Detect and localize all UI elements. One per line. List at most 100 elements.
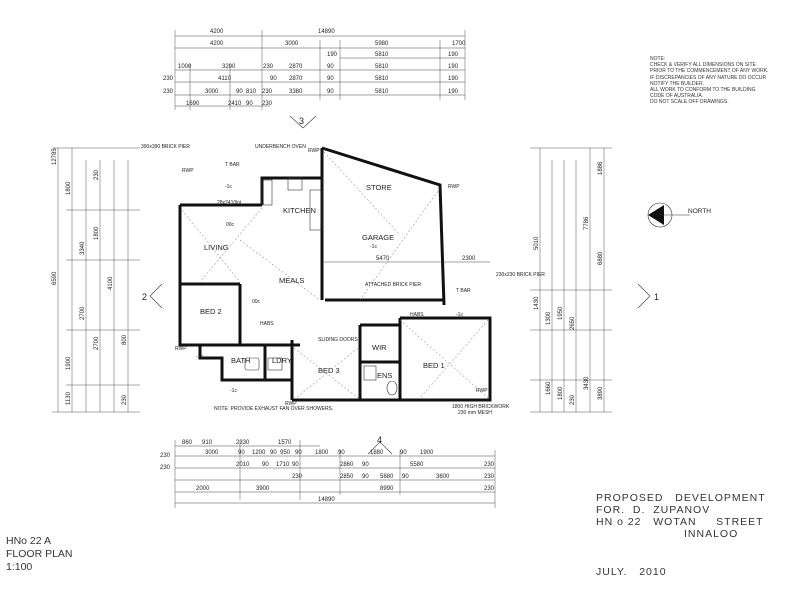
section-marker-2: 2 bbox=[142, 283, 163, 309]
plan-annotation: 5580 bbox=[410, 462, 424, 468]
plan-annotation: 1800 bbox=[66, 181, 72, 195]
room-wir: WIR bbox=[372, 343, 387, 352]
note-line: PRIOR TO THE COMMENCEMENT OF ANY WORK. bbox=[650, 68, 769, 75]
wall-bed1 bbox=[400, 316, 492, 402]
dim-top-r6-f: 3380 bbox=[289, 89, 303, 95]
dim-top-r2-b: 3000 bbox=[285, 41, 299, 47]
dim-top-r3-c: 190 bbox=[448, 52, 459, 58]
plan-annotation: 28x2410lnt bbox=[217, 200, 242, 206]
plan-annotation: -1c bbox=[370, 244, 377, 250]
dim-top-r5-b: 4110 bbox=[218, 76, 232, 82]
plan-annotation: 230 bbox=[570, 394, 576, 405]
plan-annotation: 800 bbox=[122, 334, 128, 345]
plan-annotation: 950 bbox=[280, 450, 291, 456]
plan-annotation: 14890 bbox=[318, 497, 335, 503]
plan-annotation: 90 bbox=[262, 462, 269, 468]
floor-plan bbox=[178, 146, 492, 402]
proposal-line-3: HN o 22 WOTAN STREET bbox=[596, 516, 764, 528]
title-block: PROPOSED DEVELOPMENT FOR. D. ZUPANOV HN … bbox=[596, 492, 766, 578]
plan-annotation: 1950 bbox=[558, 306, 564, 320]
dim-top-r6-e: 230 bbox=[262, 89, 273, 95]
label-high-brickwork: 1800 HIGH BRICKWORK bbox=[452, 404, 510, 410]
dim-top-r7-a: 1690 bbox=[186, 101, 200, 107]
section-marker-3: 3 bbox=[289, 115, 317, 129]
plan-annotation: -1c bbox=[230, 388, 237, 394]
right-dimension-strings: 1886 6880 5010 7786 1430 3890 1300 3430 … bbox=[530, 147, 612, 413]
plan-annotation: 2650 bbox=[570, 316, 576, 330]
plan-annotation: 4100 bbox=[108, 276, 114, 290]
dim-top-r1-b: 14890 bbox=[318, 29, 335, 35]
plan-title: HNo 22 A bbox=[6, 535, 51, 547]
plan-annotation: HABS bbox=[410, 312, 424, 318]
plan-annotation: 1880 bbox=[370, 450, 384, 456]
dim-top-r2-d: 1700 bbox=[452, 41, 466, 47]
label-exhaust-note: NOTE: PROVIDE EXHAUST FAN OVER SHOWERS. bbox=[214, 406, 333, 412]
label-brick-pier-r: 230x230 BRICK PIER bbox=[496, 272, 545, 278]
note-line: IF DISCREPANCIES OF ANY NATURE DO OCCUR bbox=[650, 74, 767, 81]
dim-top-r6-i: 190 bbox=[448, 89, 459, 95]
plan-annotation: 4 bbox=[377, 435, 382, 445]
plan-annotation: 1800 bbox=[315, 450, 329, 456]
label-attached-brick-pier: ATTACHED BRICK PIER bbox=[365, 282, 421, 288]
section-marker-4: 4 bbox=[367, 435, 393, 455]
wall-kitchen bbox=[260, 176, 322, 205]
dim-top-r5-c: 90 bbox=[270, 76, 277, 82]
plan-annotation: 2700 bbox=[94, 336, 100, 350]
dim-top-r5-f: 5810 bbox=[375, 76, 389, 82]
plan-annotation: 5470 bbox=[376, 256, 390, 262]
note-line: NOTE: bbox=[650, 56, 666, 62]
dim-top-r4-a: 1000 bbox=[178, 64, 192, 70]
room-bed2: BED 2 bbox=[200, 307, 222, 316]
plan-annotation: -1c bbox=[456, 312, 463, 318]
plan-annotation: 1660 bbox=[546, 381, 552, 395]
proposal-date: JULY. 2010 bbox=[596, 566, 667, 578]
wall-garage bbox=[321, 146, 446, 306]
dim-top-r6-c: 90 bbox=[236, 89, 243, 95]
section-marker-1: 1 bbox=[637, 283, 659, 309]
plan-annotation: 6590 bbox=[52, 271, 58, 285]
top-dimension-strings: 4200 14890 4200 3000 5980 1700 190 5810 … bbox=[163, 29, 466, 110]
room-ens: ENS bbox=[377, 371, 392, 380]
dim-top-r2-a: 4200 bbox=[210, 41, 224, 47]
plan-annotation: 1710 bbox=[276, 462, 290, 468]
plan-annotation: 230 bbox=[484, 462, 495, 468]
room-kitchen: KITCHEN bbox=[283, 206, 316, 215]
plan-annotation: 2010 bbox=[236, 462, 250, 468]
plan-annotation: 2000 bbox=[196, 486, 210, 492]
plan-annotation: T BAR bbox=[225, 162, 240, 168]
plan-scale: 1:100 bbox=[6, 561, 33, 573]
dim-top-r2-c: 5980 bbox=[375, 41, 389, 47]
plan-annotation: 90 bbox=[362, 462, 369, 468]
plan-annotation: 3600 bbox=[436, 474, 450, 480]
plan-annotation: 1570 bbox=[278, 440, 292, 446]
dim-top-r4-g: 190 bbox=[448, 64, 459, 70]
plan-annotation: 230 bbox=[292, 474, 303, 480]
plan-annotation: RWP bbox=[285, 401, 297, 407]
plan-annotation: 2330 bbox=[236, 440, 250, 446]
plan-annotation: 90 bbox=[400, 450, 407, 456]
plan-subtitle: FLOOR PLAN bbox=[6, 548, 73, 560]
dim-top-r5-d: 2870 bbox=[289, 76, 303, 82]
north-label: NORTH bbox=[688, 208, 711, 215]
plan-annotation: 1300 bbox=[546, 311, 552, 325]
plan-annotation: 3900 bbox=[256, 486, 270, 492]
plan-annotation: 910 bbox=[202, 440, 213, 446]
dim-top-r1-a: 4200 bbox=[210, 29, 224, 35]
plan-annotation: 2860 bbox=[340, 462, 354, 468]
north-arrow-icon: NORTH bbox=[647, 202, 711, 228]
plan-annotation: 1800 bbox=[558, 386, 564, 400]
note-line: CHECK & VERIFY ALL DIMENSIONS ON SITE bbox=[650, 62, 756, 69]
dim-top-r7-d: 230 bbox=[262, 101, 273, 107]
plan-annotation: RWP bbox=[308, 148, 320, 154]
dim-top-r7-c: 90 bbox=[246, 101, 253, 107]
plan-annotation: 7786 bbox=[584, 216, 590, 230]
plan-annotation: RWP bbox=[175, 346, 187, 352]
room-bath: BATH bbox=[231, 356, 250, 365]
dim-top-r5-e: 90 bbox=[327, 76, 334, 82]
plan-annotation: 3340 bbox=[80, 241, 86, 255]
plan-annotation: 00c bbox=[252, 299, 261, 305]
plan-annotation: RWP bbox=[448, 184, 460, 190]
plan-annotation: RWP bbox=[476, 388, 488, 394]
plan-annotation: 2 bbox=[142, 292, 147, 302]
